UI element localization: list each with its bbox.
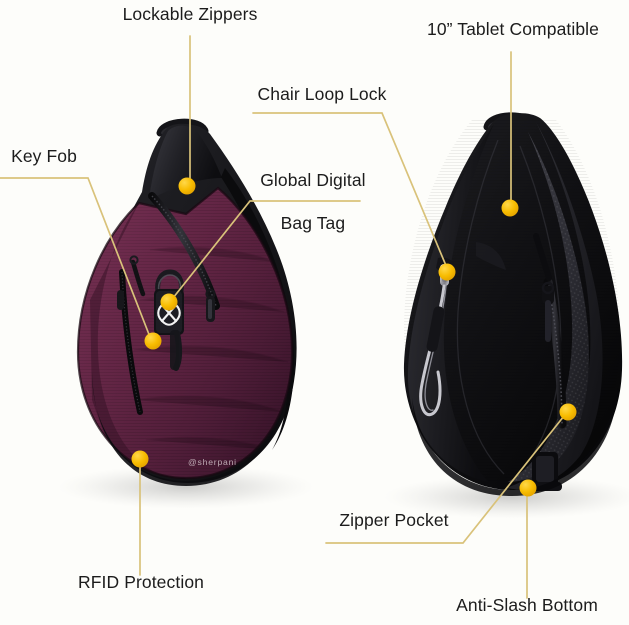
dot-lockable-zippers[interactable] <box>178 177 196 195</box>
bag-right-shell <box>221 168 295 450</box>
dot-key-fob[interactable] <box>144 332 162 350</box>
leader-global-digital-bag-tag <box>172 200 361 299</box>
product-bag-front-maroon: @sherpani <box>76 118 297 486</box>
bag-side-zipper <box>117 269 143 415</box>
leader-zipper-pocket <box>325 415 565 544</box>
callout-label-chair-loop-lock: Chair Loop Lock <box>257 84 387 104</box>
dot-rfid-protection[interactable] <box>131 450 149 468</box>
dot-tablet-compatible[interactable] <box>501 199 519 217</box>
bag-back-seams <box>456 139 562 475</box>
callout-label-tablet-compatible: 10” Tablet Compatible <box>426 19 599 39</box>
shadow-maroon-bag <box>58 465 314 509</box>
bag-slip-pocket <box>476 242 506 270</box>
callout-label-lockable-zippers: Lockable Zippers <box>122 4 258 24</box>
leader-chair-loop-lock <box>252 112 448 269</box>
bag-top-panel <box>149 125 222 200</box>
dot-chair-loop-lock[interactable] <box>438 263 456 281</box>
callout-label-key-fob: Key Fob <box>11 146 77 166</box>
dot-global-digital-bag-tag[interactable] <box>160 293 178 311</box>
callout-leader-lines <box>0 35 565 599</box>
dot-anti-slash-bottom[interactable] <box>519 479 537 497</box>
product-bag-back-black <box>403 112 623 496</box>
callout-label-global-digital-bag-tag: Global Digital Bag Tag <box>233 149 373 256</box>
bag-grab-handle <box>156 118 209 137</box>
leader-key-fob <box>0 177 151 338</box>
bag-main-zipper <box>148 192 220 322</box>
callout-label-anti-slash-bottom: Anti-Slash Bottom <box>456 595 598 615</box>
dot-zipper-pocket[interactable] <box>559 403 577 421</box>
callout-label-rfid-protection: RFID Protection <box>78 572 204 592</box>
brand-logo-text: @sherpani <box>188 457 237 467</box>
callout-dots <box>131 177 577 497</box>
bag-back-strap-wing <box>407 124 494 482</box>
bag-accessory-loop <box>129 255 146 297</box>
bag-back-mesh-panel <box>508 132 589 482</box>
bag-upper-zipper <box>533 233 552 281</box>
callout-label-global-digital-bag-tag-line1: Global Digital <box>260 170 366 191</box>
callout-label-zipper-pocket: Zipper Pocket <box>339 510 449 530</box>
callout-label-global-digital-bag-tag-line2: Bag Tag <box>280 213 346 234</box>
shadow-black-bag <box>384 475 629 519</box>
